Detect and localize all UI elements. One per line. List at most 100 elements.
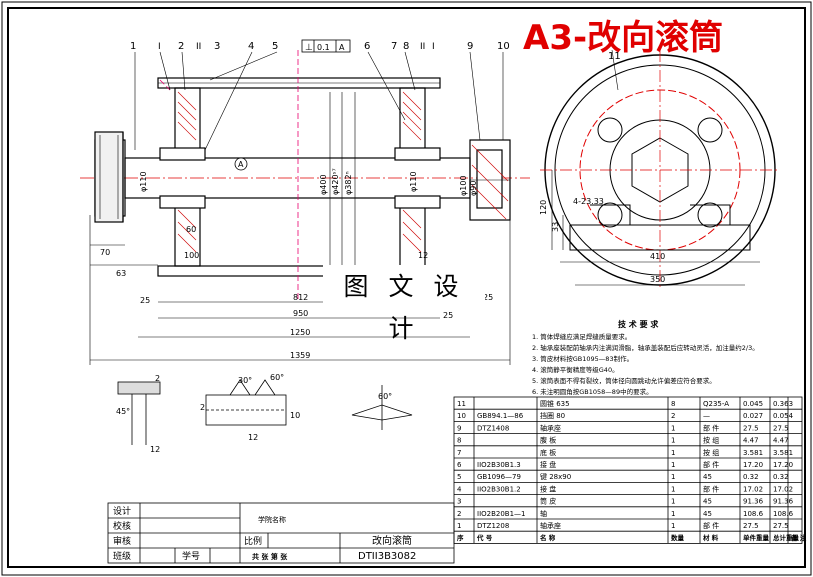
svg-text:25: 25	[140, 296, 150, 305]
left-end-disc	[174, 87, 201, 151]
svg-text:120: 120	[539, 200, 548, 215]
bom-cell: 0.045	[743, 400, 763, 408]
bom-cell: 11	[457, 400, 466, 408]
roughness-marks: 25 25 25	[140, 293, 493, 320]
svg-text:12: 12	[248, 433, 258, 442]
bom-cell: 1	[671, 485, 675, 493]
bom-cell: 按 组	[703, 448, 719, 457]
bom-cell: 1	[671, 449, 675, 457]
svg-text:63: 63	[116, 269, 126, 278]
bom-cell: 轴承座	[540, 423, 561, 432]
bom-cell: 轴承座	[540, 521, 561, 530]
watermark-label: 图 文 设 计	[323, 265, 485, 343]
bom-cell: 91.36	[743, 498, 764, 506]
bom-header-cell: 代 号	[476, 533, 493, 542]
tb-scale: 比例	[244, 535, 262, 547]
bom-cell: 轴	[540, 509, 547, 518]
note-item: 2. 轴承座装配前轴承内注满润滑脂，轴承盖装配后应转动灵活，加注量约2/3。	[532, 343, 759, 352]
bom-cell: 17.20	[743, 461, 763, 469]
svg-text:25: 25	[443, 311, 453, 320]
bom-cell: 部 件	[703, 521, 719, 530]
note-item: 6. 未注明圆角按GB1058—89中的要求。	[532, 387, 653, 396]
leader-lines	[134, 49, 619, 151]
svg-text:φ420ˢ⁷: φ420ˢ⁷	[331, 168, 340, 195]
right-hub	[394, 147, 441, 161]
svg-text:φ110: φ110	[139, 171, 148, 192]
svg-text:2: 2	[155, 374, 160, 383]
balloon-10: 10	[497, 41, 510, 52]
balloon-labels: 1 2 3 4 5 6 7 8 9 10 11	[130, 41, 621, 62]
note-item: 4. 滚筒静平衡精度等级G40。	[532, 365, 619, 374]
bom-cell: 部 件	[703, 423, 719, 432]
bom-cell: 键 28x90	[540, 472, 571, 481]
svg-text:60°: 60°	[378, 392, 392, 401]
bom-cell: 0.32	[743, 473, 759, 481]
bom-cell: 筒 皮	[540, 497, 556, 506]
bom-cell: 挡圈 80	[540, 411, 565, 420]
balloon-11: 11	[608, 51, 621, 62]
svg-text:φ382ⁿ: φ382ⁿ	[344, 171, 353, 195]
bom-cell: 1	[671, 510, 675, 518]
bom-cell: 9	[457, 424, 461, 432]
svg-text:φ400: φ400	[319, 174, 328, 195]
disc-hatching	[177, 91, 509, 253]
bom-cell: 2	[457, 510, 461, 518]
tb-label-review: 审核	[113, 535, 131, 547]
bom-cell: 1	[671, 437, 675, 445]
bom-cell: 10	[457, 412, 466, 420]
svg-text:410: 410	[650, 252, 665, 261]
bom-cell: 3.581	[773, 449, 793, 457]
roman-section-marks: I II II I	[158, 42, 435, 52]
svg-text:0.1: 0.1	[317, 43, 330, 52]
bom-cell: 4	[457, 485, 462, 493]
svg-text:70: 70	[100, 248, 110, 257]
tb-label-student-no: 学号	[182, 550, 200, 562]
bom-cell: 1	[671, 473, 675, 481]
dimension-lines	[89, 92, 511, 365]
svg-text:45°: 45°	[116, 407, 130, 416]
svg-text:30°: 30°	[238, 376, 252, 385]
svg-text:I: I	[432, 42, 435, 52]
bom-cell: 0.363	[773, 400, 793, 408]
svg-text:12: 12	[418, 251, 428, 260]
balloon-5: 5	[272, 41, 278, 52]
svg-text:A: A	[339, 43, 345, 52]
bom-cell: 1	[671, 424, 675, 432]
svg-text:950: 950	[293, 309, 308, 318]
bom-cell: 108.6	[773, 510, 794, 518]
bom-cell: 108.6	[743, 510, 764, 518]
bom-cell: DTZ1408	[477, 424, 509, 432]
bom-cell: 部 件	[703, 460, 719, 469]
detail-view-dims: 2 45° 12 30° 60° 60° 2 10 12	[116, 373, 392, 454]
bom-header-cell: 名 称	[540, 533, 556, 542]
bom-cell: IIO2B30B1.2	[477, 485, 521, 493]
note-item: 5. 滚筒表面不得有裂纹，筒体径向圆跳动允许偏差应符合要求。	[532, 376, 716, 385]
bom-cell: 1	[671, 522, 675, 530]
bom-header-cell: 单件重量	[743, 533, 770, 542]
tolerance-frame: ⊥ 0.1 A	[301, 39, 351, 53]
bom-cell: 接 盘	[540, 484, 556, 493]
title-block-text: 设计 校核 审核 班级 学号 学院名称 比例 改向滚筒 共 张 第 张 DTII…	[113, 505, 416, 562]
bom-cell: 1	[671, 461, 675, 469]
bom-cell: 27.5	[743, 522, 759, 530]
balloon-4: 4	[248, 41, 254, 52]
svg-text:φ90: φ90	[469, 181, 478, 196]
bom-cell: —	[703, 412, 710, 420]
tb-sheet-info: 共 张 第 张	[252, 552, 288, 561]
bom-cell: 17.02	[773, 485, 793, 493]
bom-cell: 7	[457, 449, 461, 457]
bom-cell: 45	[703, 498, 712, 506]
title-block	[107, 502, 455, 564]
note-item: 3. 筒皮材料按GB1095—83制作。	[532, 354, 633, 363]
balloon-8: 8	[403, 41, 409, 52]
svg-text:I: I	[158, 42, 161, 52]
bom-cell: GB1096—79	[477, 473, 521, 481]
balloon-1: 1	[130, 41, 136, 52]
svg-text:II: II	[196, 42, 201, 52]
bom-header-cell: 材 料	[702, 533, 719, 542]
bom-cell: 6	[457, 461, 462, 469]
bom-cell: 27.5	[743, 424, 759, 432]
bom-cell: 4.47	[773, 437, 789, 445]
center-marks	[159, 50, 299, 300]
